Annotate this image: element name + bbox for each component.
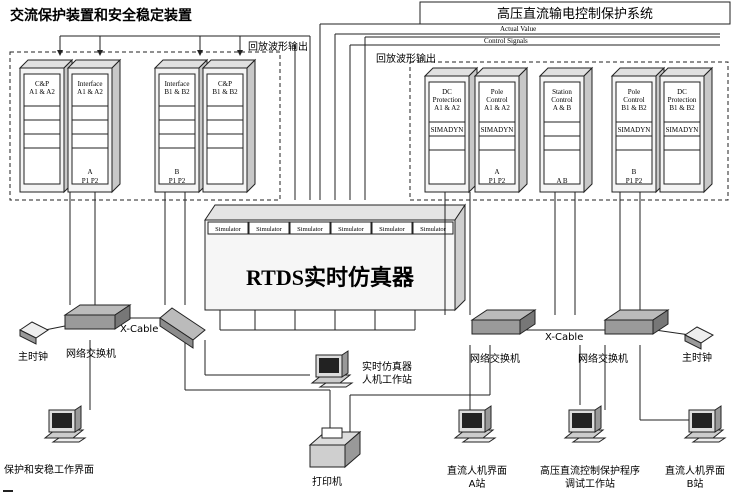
simulator-unit-0: Simulator xyxy=(207,221,249,235)
dc-side-label: A xyxy=(494,168,499,176)
rtds-simulator: Simulator Simulator Simulator Simulator Simu… xyxy=(204,203,466,312)
simulator-unit-label: Simulator xyxy=(420,226,446,233)
dc-module-label: SIMADYN xyxy=(618,126,651,134)
simulator-unit-2: Simulator xyxy=(289,221,331,235)
network-lines xyxy=(44,192,691,440)
simulator-unit-label: Simulator xyxy=(256,226,282,233)
ac-ports-label: P1 P2 xyxy=(169,177,186,185)
dc-module-label: SIMADYN xyxy=(666,126,699,134)
simulator-unit-label: Simulator xyxy=(297,226,323,233)
hvdc-group-box xyxy=(409,61,729,201)
hvdc-bus-lines xyxy=(319,23,720,200)
master-clock-left xyxy=(19,321,49,345)
actual-value-label: Actual Value xyxy=(500,25,536,33)
ac-workstation-label: 保护和安稳工作界面 xyxy=(4,463,94,476)
simulator-unit-label: Simulator xyxy=(215,226,241,233)
dc-module-label: SIMADYN xyxy=(481,126,514,134)
switch-right-label: 网络交换机 xyxy=(578,352,628,365)
hvdc-group-title: 高压直流输电控制保护系统 xyxy=(497,6,653,22)
master-clock-left-label: 主时钟 xyxy=(18,350,48,363)
debug-workstation-label: 高压直流控制保护程序调试工作站 xyxy=(540,464,640,490)
ac-group-box xyxy=(9,51,281,201)
dc-ports-label: P1 P2 xyxy=(489,177,506,185)
simulator-unit-label: Simulator xyxy=(379,226,405,233)
hmi-a-workstation-icon xyxy=(453,405,497,443)
simulator-unit-3: Simulator xyxy=(330,221,372,235)
ac-workstation-icon xyxy=(43,405,87,443)
playback-right-label: 回放波形输出 xyxy=(376,52,436,65)
master-clock-right xyxy=(684,326,714,350)
simulator-unit-5: Simulator xyxy=(412,221,454,235)
dc-ports-label: A B xyxy=(556,177,567,185)
ac-group-title: 交流保护装置和安全稳定装置 xyxy=(10,7,192,24)
switch-mid-label: 网络交换机 xyxy=(470,352,520,365)
network-switch-left xyxy=(63,304,132,330)
ac-ports-label: P1 P2 xyxy=(82,177,99,185)
rtds-title: RTDS实时仿真器 xyxy=(246,265,415,290)
playback-left-label: 回放波形输出 xyxy=(248,40,308,53)
master-clock-right-label: 主时钟 xyxy=(682,351,712,364)
network-switch-mid xyxy=(470,309,537,335)
rtds-workstation-icon xyxy=(310,350,354,388)
hmi-b-workstation-icon xyxy=(683,405,727,443)
printer-label: 打印机 xyxy=(312,475,342,488)
xcable-right-label: X-Cable xyxy=(545,332,583,343)
simulator-unit-1: Simulator xyxy=(248,221,290,235)
corner-mark xyxy=(3,490,13,492)
simulator-unit-4: Simulator xyxy=(371,221,413,235)
network-switch-right xyxy=(603,309,670,335)
debug-workstation-icon xyxy=(563,405,607,443)
dc-side-label: B xyxy=(632,168,637,176)
ac-side-label: B xyxy=(175,168,180,176)
ac-side-label: A xyxy=(87,168,92,176)
dc-module-label: SIMADYN xyxy=(431,126,464,134)
control-signals-label: Control Signals xyxy=(484,37,528,45)
dc-ports-label: P1 P2 xyxy=(626,177,643,185)
simulator-unit-label: Simulator xyxy=(338,226,364,233)
xcable-left-label: X-Cable xyxy=(120,324,158,335)
printer-icon xyxy=(308,427,362,469)
rtds-workstation-label: 实时仿真器人机工作站 xyxy=(362,360,412,386)
switch-left-label: 网络交换机 xyxy=(66,347,116,360)
xcable-device xyxy=(159,307,206,349)
